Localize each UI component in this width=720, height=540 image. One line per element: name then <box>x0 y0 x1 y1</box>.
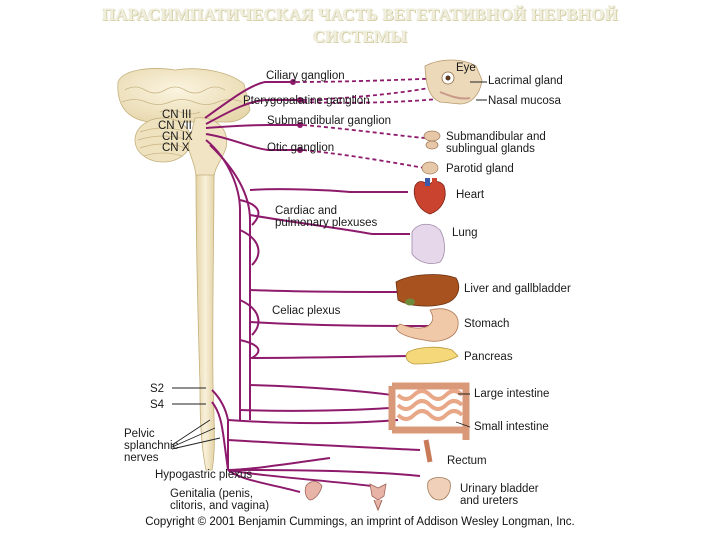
lung-illustration <box>411 223 445 264</box>
genitalia-illustration <box>304 481 387 512</box>
pancreas-illustration <box>405 346 459 365</box>
submandibular-ganglion-label: Submandibular ganglion <box>267 115 391 127</box>
cn10-label: CN X <box>162 142 190 154</box>
pterygopalatine-ganglion-label: Pterygopalatine ganglion <box>243 95 370 107</box>
hypogastric-plexus-label: Hypogastric plexus <box>155 469 252 481</box>
pancreas-label: Pancreas <box>464 351 513 363</box>
page-title-line-1: ПАРАСИМПАТИЧЕСКАЯ ЧАСТЬ ВЕГЕТАТИВНОЙ НЕР… <box>101 5 619 24</box>
stomach-label: Stomach <box>464 318 509 330</box>
s2-label: S2 <box>150 383 164 395</box>
cn7-label: CN VII <box>158 120 192 132</box>
heart-label: Heart <box>456 189 485 201</box>
liver-label: Liver and gallbladder <box>464 283 571 295</box>
cn9-label: CN IX <box>162 131 193 143</box>
urinary-bladder-label-2: and ureters <box>460 495 518 507</box>
genitalia-label-2: clitoris, and vagina) <box>170 500 269 512</box>
urinary-bladder-label-1: Urinary bladder <box>460 483 539 495</box>
cardiac-plexus-label-2: pulmonary plexuses <box>275 217 378 229</box>
pelvic-nerves-label-3: nerves <box>124 452 159 464</box>
liver-illustration <box>395 274 460 307</box>
nasal-mucosa-label: Nasal mucosa <box>488 95 561 107</box>
lacrimal-gland-label: Lacrimal gland <box>488 75 563 87</box>
intestine-illustration <box>388 382 470 463</box>
submandibular-gland-illustration <box>423 130 441 150</box>
brain-illustration <box>117 68 251 179</box>
urinary-bladder-illustration <box>427 477 451 501</box>
otic-ganglion-label: Otic ganglion <box>267 142 334 154</box>
cardiac-plexus-label-1: Cardiac and <box>275 205 337 217</box>
eye-label: Eye <box>456 62 476 74</box>
ciliary-ganglion-label: Ciliary ganglion <box>266 70 345 82</box>
parotid-gland-label: Parotid gland <box>446 163 514 175</box>
cranial-nerve-fibers <box>204 81 431 493</box>
eye-illustration <box>424 59 483 105</box>
pelvic-nerves-label-2: splanchnic <box>124 440 179 452</box>
celiac-plexus-label: Celiac plexus <box>272 305 341 317</box>
submandibular-glands-label-2: sublingual glands <box>446 143 535 155</box>
large-intestine-label: Large intestine <box>474 388 549 400</box>
heart-illustration <box>413 178 446 215</box>
parotid-gland-illustration <box>421 161 439 175</box>
pelvic-nerves-label-1: Pelvic <box>124 428 155 440</box>
page-title-line-2: СИСТЕМЫ <box>312 27 408 46</box>
rectum-label: Rectum <box>447 455 487 467</box>
submandibular-glands-label-1: Submandibular and <box>446 131 546 143</box>
stomach-illustration <box>395 308 459 342</box>
genitalia-label-1: Genitalia (penis, <box>170 488 253 500</box>
spinal-cord <box>195 174 215 471</box>
copyright-notice: Copyright © 2001 Benjamin Cummings, an i… <box>145 516 575 528</box>
s4-label: S4 <box>150 399 165 411</box>
cn3-label: CN III <box>162 109 191 121</box>
small-intestine-label: Small intestine <box>474 421 549 433</box>
lung-label: Lung <box>452 227 478 239</box>
